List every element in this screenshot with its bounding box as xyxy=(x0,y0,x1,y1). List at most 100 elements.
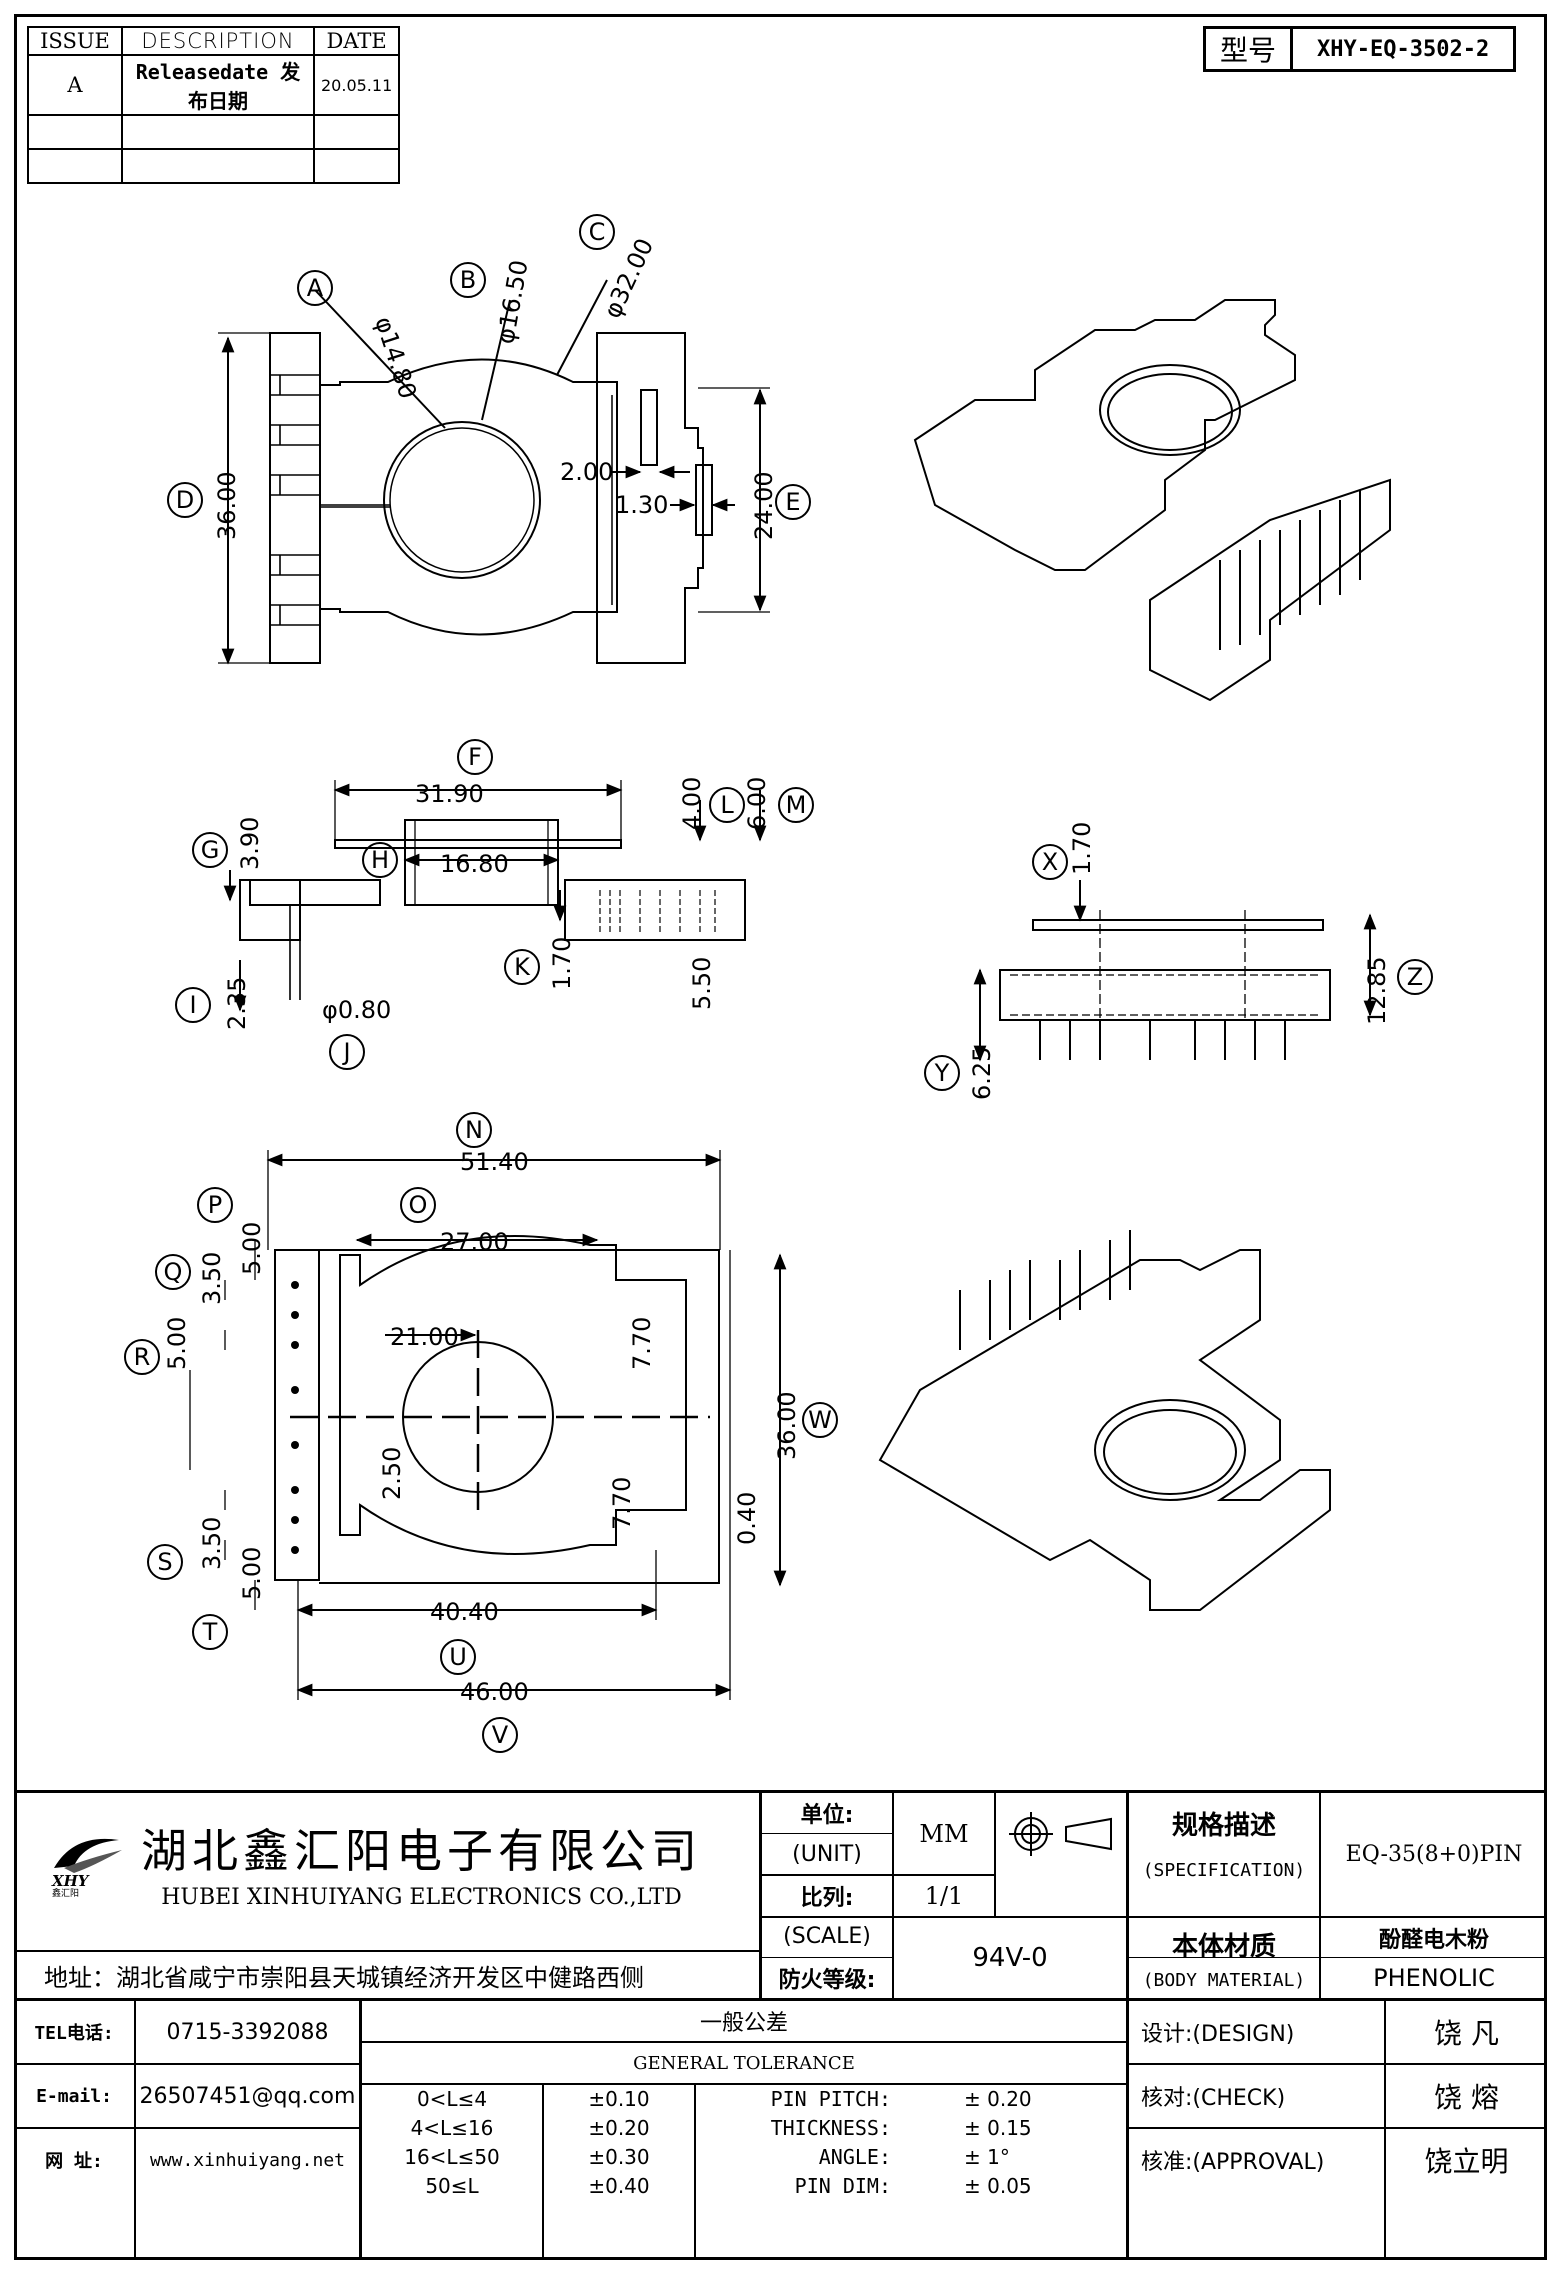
dim-M: 6.00 xyxy=(743,777,771,830)
tol-value: ±0.30 xyxy=(588,2145,650,2169)
top-view xyxy=(218,279,770,665)
projection-symbol-icon xyxy=(996,1793,1126,1874)
callout-E-text: E xyxy=(785,488,800,516)
callout-L-text: L xyxy=(720,791,734,819)
tol-other-name: PIN DIM: xyxy=(794,2174,891,2198)
rev-description: Releasedate 发布日期 xyxy=(121,54,315,116)
callout-Z-text: Z xyxy=(1407,963,1423,991)
callout-Y-text: Y xyxy=(934,1059,950,1087)
tol-value: ±0.10 xyxy=(588,2087,650,2111)
model-label: 型号 xyxy=(1202,26,1294,72)
tolerance-values: ±0.10 ±0.20 ±0.30 ±0.40 xyxy=(544,2087,694,2203)
rev-empty-cell xyxy=(27,114,123,150)
dim-F: 31.90 xyxy=(415,780,484,808)
rev-header-date: DATE xyxy=(312,26,401,56)
tol-other-name: THICKNESS: xyxy=(770,2116,891,2140)
callout-E xyxy=(775,484,811,520)
title-block: XHY 鑫汇阳 湖北鑫汇阳电子有限公司 HUBEI XINHUIYANG ELE… xyxy=(14,1790,1547,2260)
callout-A-text: A xyxy=(307,274,324,302)
scale-label-en: (SCALE) xyxy=(783,1924,871,1949)
callout-W-text: W xyxy=(808,1406,832,1434)
material-value-en: PHENOLIC xyxy=(1373,1964,1495,1992)
model-box: 型号 XHY-EQ-3502-2 xyxy=(1202,26,1517,72)
logo-swoosh-icon xyxy=(54,1838,122,1873)
front-view xyxy=(973,880,1377,1062)
tolerance-other-names: PIN PITCH: THICKNESS: ANGLE: PIN DIM: xyxy=(696,2087,891,2203)
dim-C: φ32.00 xyxy=(598,234,659,322)
callout-V xyxy=(482,1717,518,1753)
rev-date: 20.05.11 xyxy=(312,54,401,116)
callout-Z xyxy=(1397,959,1433,995)
dim-G: 3.90 xyxy=(236,817,264,870)
dim-mid3: 7.70 xyxy=(608,1477,636,1530)
dim-A: φ14.80 xyxy=(369,313,422,402)
rev-header-description: DESCRIPTION xyxy=(121,26,315,56)
callout-A xyxy=(297,270,333,306)
tel-label: TEL电话: xyxy=(34,2023,114,2044)
callout-Q xyxy=(155,1254,191,1290)
dim-K: 1.70 xyxy=(548,937,576,990)
approval-label: 核准:(APPROVAL) xyxy=(1141,2150,1325,2175)
dim-N: 51.40 xyxy=(460,1148,529,1176)
drawing-frame xyxy=(14,14,1547,2260)
dim-D: 36.00 xyxy=(213,471,241,540)
callout-S-text: S xyxy=(157,1548,172,1576)
web-value[interactable]: www.xinhuiyang.net xyxy=(149,2149,346,2171)
material-label-en: (BODY MATERIAL) xyxy=(1142,1969,1306,1991)
dim-slot-d: 1.30 xyxy=(615,491,668,519)
callout-P-text: P xyxy=(208,1191,222,1219)
rev-empty-cell xyxy=(312,114,401,150)
rev-issue: A xyxy=(27,54,123,116)
tol-range: 50≤L xyxy=(425,2174,479,2198)
revision-table: ISSUE DESCRIPTION DATE A Releasedate 发布日… xyxy=(27,26,401,184)
company-name-en: HUBEI XINHUIYANG ELECTRONICS CO.,LTD xyxy=(161,1885,682,1910)
dim-B: φ16.50 xyxy=(491,258,533,346)
tol-other-value: ± 0.05 xyxy=(964,2174,1032,2198)
dim-H: 16.80 xyxy=(440,850,509,878)
dim-slot-w: 2.00 xyxy=(560,458,613,486)
logo-text: XHY xyxy=(52,1871,89,1890)
callout-F xyxy=(457,739,493,775)
callout-H-text: H xyxy=(371,846,389,874)
callout-S xyxy=(147,1544,183,1580)
callout-H xyxy=(362,842,398,878)
email-value[interactable]: 26507451@qq.com xyxy=(139,2083,356,2109)
dim-L: 4.00 xyxy=(678,777,706,830)
dim-P: 5.00 xyxy=(238,1222,266,1275)
callout-X xyxy=(1032,844,1068,880)
callout-V-text: V xyxy=(492,1721,509,1749)
dim-S: 3.50 xyxy=(198,1517,226,1570)
dim-U: 40.40 xyxy=(430,1598,499,1626)
rev-empty-cell xyxy=(121,148,315,184)
callout-I-text: I xyxy=(189,991,196,1019)
web-label: 网 址: xyxy=(45,2151,103,2172)
dim-mid5: 0.40 xyxy=(733,1492,761,1545)
callout-J-text: J xyxy=(341,1038,350,1066)
callout-R xyxy=(124,1339,160,1375)
check-name: 饶 熔 xyxy=(1434,2081,1499,2114)
company-logo: XHY 鑫汇阳 xyxy=(44,1828,129,1899)
tol-other-value: ± 1° xyxy=(964,2145,1010,2169)
ulrec-label-cn: 防火等级: xyxy=(778,1968,876,1993)
callout-T xyxy=(192,1614,228,1650)
callout-D-text: D xyxy=(176,486,194,514)
dim-O: 27.00 xyxy=(440,1228,509,1256)
dim-I: 2.35 xyxy=(223,977,251,1030)
callout-O-text: O xyxy=(409,1191,428,1219)
dim-E: 24.00 xyxy=(750,471,778,540)
isometric-bottom xyxy=(878,1230,1331,1611)
callout-C xyxy=(579,214,615,250)
dim-T: 5.00 xyxy=(238,1547,266,1600)
callout-O xyxy=(400,1187,436,1223)
address-value: 湖北省咸宁市崇阳县天城镇经济开发区中健路西侧 xyxy=(116,1963,644,1992)
design-name: 饶 凡 xyxy=(1434,2017,1499,2050)
ulrec-value: 94V-0 xyxy=(972,1943,1048,1973)
email-label: E-mail: xyxy=(36,2085,112,2107)
dim-mid1: 21.00 xyxy=(390,1323,459,1351)
dim-Z: 12.85 xyxy=(1363,956,1391,1025)
side-view xyxy=(223,780,767,1012)
callout-T-text: T xyxy=(202,1618,218,1646)
callout-L xyxy=(709,787,745,823)
callout-N-text: N xyxy=(465,1116,483,1144)
material-value-cn: 酚醛电木粉 xyxy=(1378,1927,1489,1953)
